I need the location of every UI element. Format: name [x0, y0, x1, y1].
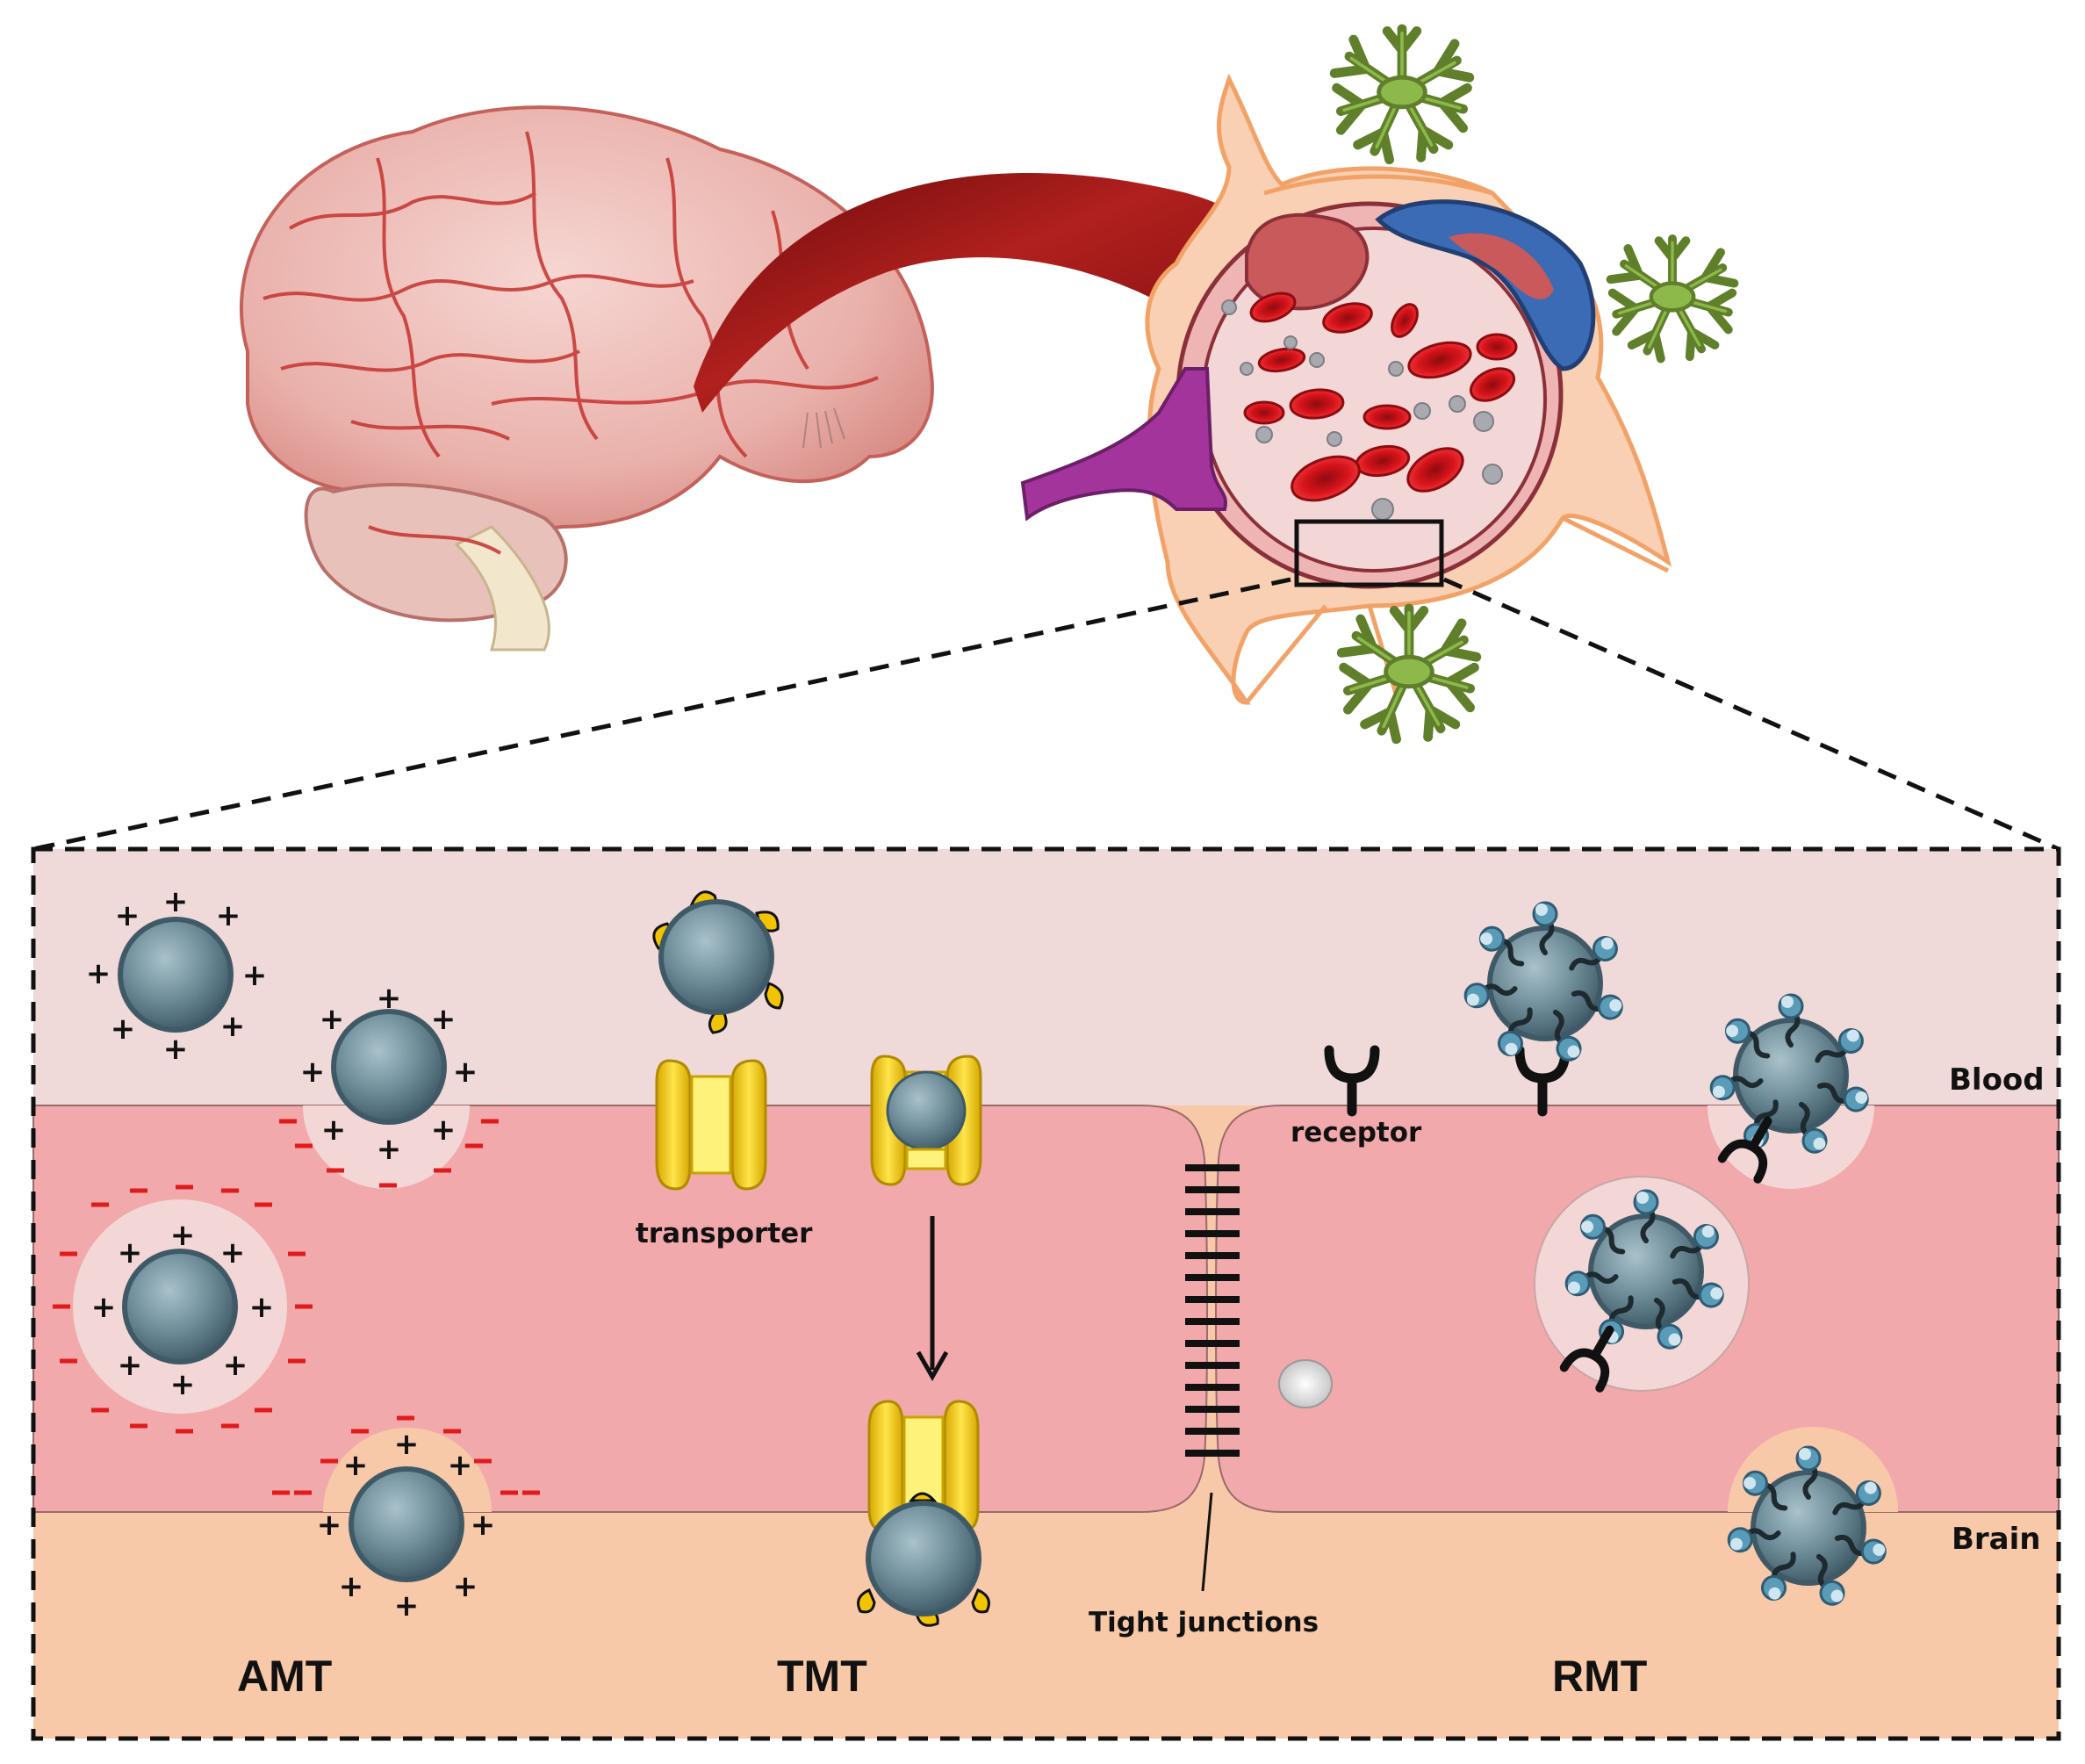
svg-text:+: + — [91, 1290, 117, 1325]
astrocyte-icon-2 — [1611, 239, 1735, 358]
svg-text:+: + — [163, 884, 189, 919]
tight-junction-marks — [1185, 1164, 1240, 1457]
arrow-down-icon — [916, 1216, 949, 1382]
svg-text:+: + — [249, 1290, 275, 1325]
nanoparticle-icon — [652, 890, 784, 1034]
svg-text:+: + — [163, 1032, 189, 1067]
transporter-protein-icon — [655, 1059, 767, 1191]
svg-text:+: + — [118, 1235, 143, 1271]
svg-text:+: + — [431, 1112, 457, 1148]
nanoparticle-icon — [349, 1466, 464, 1582]
svg-text:+: + — [220, 1009, 246, 1044]
receptor-label: receptor — [1291, 1117, 1422, 1148]
transport-panel — [31, 846, 2061, 1741]
brain-label: Brain — [1952, 1522, 2041, 1557]
svg-text:+: + — [223, 1348, 248, 1383]
svg-text:+: + — [431, 1002, 457, 1037]
blood-label: Blood — [1949, 1062, 2045, 1098]
artery-tube — [694, 173, 1247, 413]
svg-text:+: + — [394, 1427, 420, 1462]
zoom-lines — [32, 577, 2060, 852]
svg-text:+: + — [377, 981, 402, 1016]
svg-text:+: + — [220, 1235, 246, 1271]
rmt-region — [1278, 903, 1898, 1608]
svg-text:+: + — [453, 1569, 478, 1604]
svg-text:+: + — [377, 1132, 402, 1167]
tight-junctions-label: Tight junctions — [1089, 1607, 1319, 1638]
svg-text:+: + — [242, 958, 268, 993]
tight-junction-pointer — [1201, 1492, 1213, 1592]
svg-text:+: + — [394, 1588, 420, 1624]
svg-text:+: + — [321, 1112, 347, 1148]
tmt-region — [652, 890, 990, 1627]
svg-text:+: + — [339, 1569, 364, 1604]
svg-text:+: + — [216, 898, 241, 933]
nanoparticle-icon — [857, 1492, 990, 1627]
svg-text:+: + — [320, 1002, 345, 1037]
svg-text:+: + — [170, 1218, 196, 1253]
svg-text:+: + — [111, 1012, 136, 1047]
amt-label: AMT — [237, 1652, 333, 1701]
nanoparticle-icon — [331, 1009, 447, 1125]
astrocyte-icon-3 — [1341, 608, 1477, 739]
svg-text:+: + — [170, 1367, 196, 1402]
tmt-label: TMT — [777, 1652, 867, 1701]
svg-text:+: + — [453, 1055, 478, 1090]
transporter-label: transporter — [636, 1218, 813, 1249]
vesicle — [1278, 1359, 1333, 1408]
svg-text:+: + — [115, 898, 140, 933]
astrocyte-icon-1 — [1334, 29, 1470, 160]
svg-text:+: + — [448, 1448, 473, 1483]
svg-text:+: + — [86, 956, 111, 991]
svg-text:+: + — [317, 1508, 342, 1543]
capillary-cross-section — [1020, 73, 1672, 705]
svg-text:+: + — [118, 1348, 143, 1383]
brain-illustration — [239, 105, 934, 652]
amt-region: +++ ++ +++ +++ ++ +++ +++ ++ +++ — [53, 884, 540, 1624]
svg-text:+: + — [343, 1448, 369, 1483]
svg-text:+: + — [471, 1508, 496, 1543]
rmt-label: RMT — [1552, 1652, 1648, 1701]
svg-text:+: + — [300, 1055, 326, 1090]
